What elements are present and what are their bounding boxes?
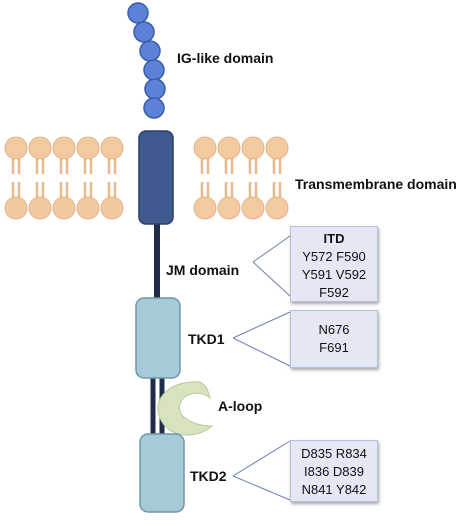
- lipid-head: [4, 196, 28, 220]
- lipid-head: [76, 136, 100, 160]
- ig-domain-circle: [144, 78, 166, 100]
- tkd2-box-line: D835 R834: [301, 446, 367, 461]
- tkd1-domain: [135, 297, 181, 379]
- lipid-head: [4, 136, 28, 160]
- transmembrane-segment: [138, 130, 174, 225]
- tkd1-callout-line-1: [232, 311, 291, 339]
- ig-domain-circle: [143, 59, 165, 81]
- itd-info-box: ITD Y572 F590 Y591 V592 F592: [290, 226, 378, 302]
- ig-domain-circle: [133, 21, 155, 43]
- lipid-head: [265, 136, 289, 160]
- tkd1-info-box: N676 F691: [290, 310, 378, 368]
- lipid-head: [193, 196, 217, 220]
- lipid-head: [193, 136, 217, 160]
- itd-box-line: Y572 F590: [302, 249, 366, 264]
- ig-domain-circle: [143, 97, 165, 119]
- tkd1-label: TKD1: [188, 331, 225, 347]
- lipid-bilayer: [4, 136, 289, 220]
- lipid-head: [265, 196, 289, 220]
- tkd2-callout-line-2: [232, 475, 291, 501]
- lipid-head: [217, 196, 241, 220]
- lipid-head: [241, 196, 265, 220]
- lipid-head: [52, 196, 76, 220]
- tkd2-callout-line-1: [232, 440, 291, 477]
- lipid-head: [52, 136, 76, 160]
- tkd2-domain: [139, 433, 185, 513]
- itd-callout-line-1: [252, 235, 291, 263]
- itd-callout-line-2: [252, 261, 291, 297]
- a-loop-label: A-loop: [218, 398, 263, 414]
- lipid-head: [100, 196, 124, 220]
- ig-like-domain-label: IG-like domain: [177, 50, 274, 66]
- transmembrane-domain-label: Transmembrane domain: [295, 176, 457, 192]
- lipid-head: [100, 136, 124, 160]
- tkd1-box-line: N676: [318, 322, 350, 337]
- ig-domain-circle: [127, 2, 149, 24]
- tkd2-info-box: D835 R834 I836 D839 N841 Y842: [290, 440, 378, 502]
- tkd2-box-line: I836 D839: [304, 464, 364, 479]
- jm-domain-label: JM domain: [166, 262, 240, 278]
- lipid-head: [217, 136, 241, 160]
- lipid-head: [241, 136, 265, 160]
- tkd2-box-line: N841 Y842: [301, 482, 367, 497]
- lipid-head: [28, 196, 52, 220]
- tkd1-callout-line-2: [232, 337, 291, 367]
- itd-box-line: F592: [319, 285, 349, 300]
- tkd2-label: TKD2: [190, 468, 227, 484]
- itd-box-title: ITD: [323, 231, 345, 246]
- ig-domain-circle: [139, 40, 161, 62]
- tkd1-box-line: F691: [319, 340, 349, 355]
- lipid-head: [76, 196, 100, 220]
- lipid-head: [28, 136, 52, 160]
- itd-box-line: Y591 V592: [301, 267, 367, 282]
- a-loop-shape: [157, 381, 214, 436]
- ig-like-domain-chain: [127, 2, 166, 119]
